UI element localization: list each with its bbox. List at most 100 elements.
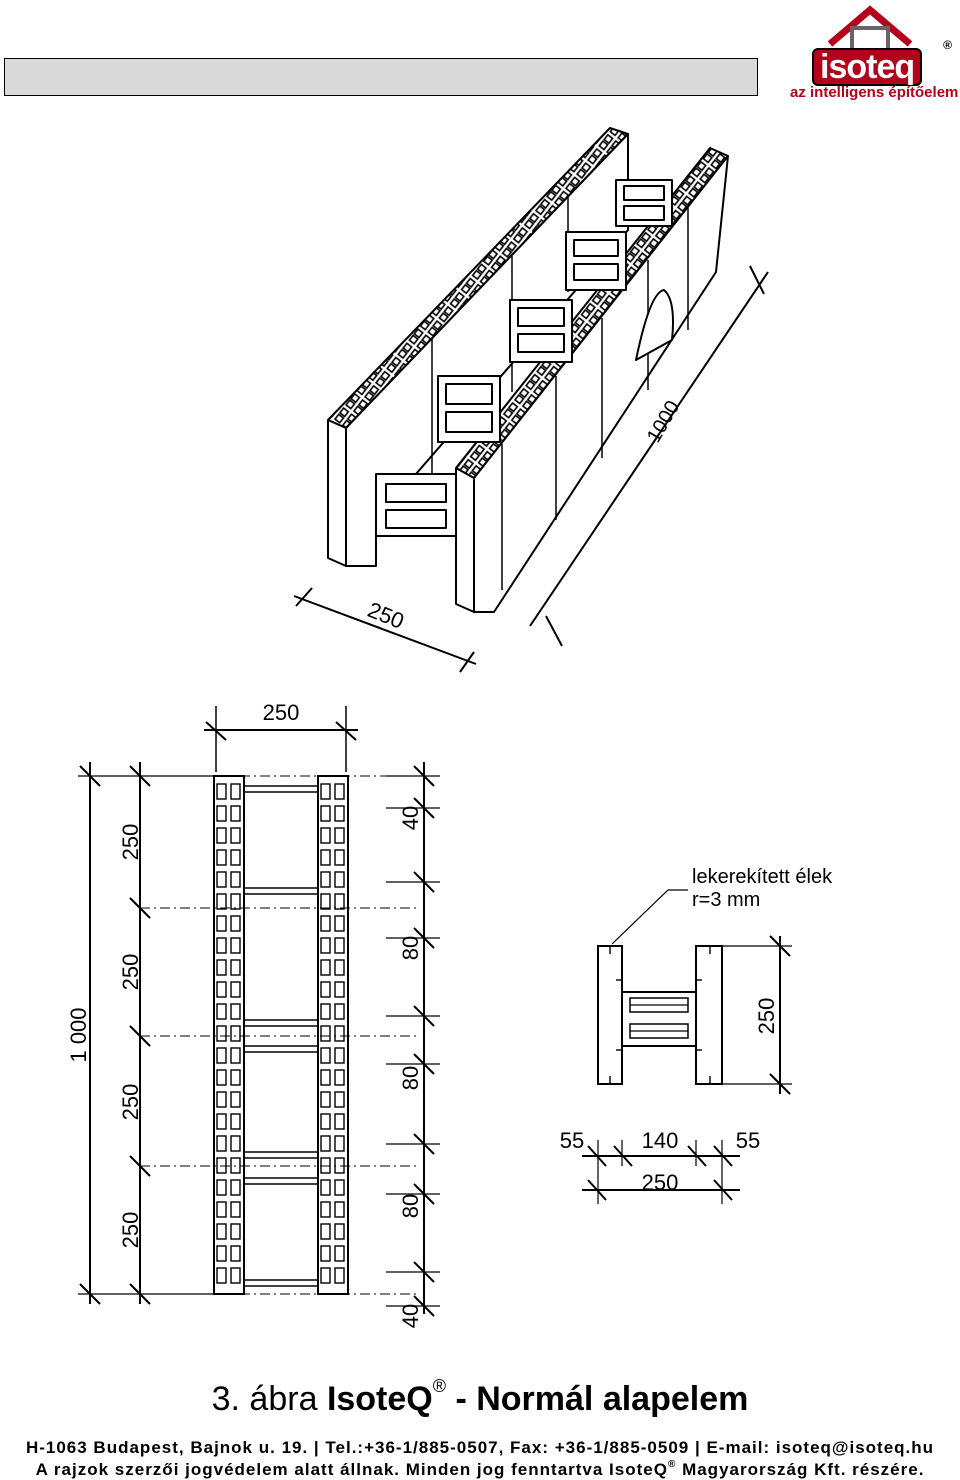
plan-panel-cell (216, 1245, 227, 1262)
plan-panel-cell (334, 1135, 345, 1152)
iso-spacers (375, 179, 673, 537)
plan-panel-cell (230, 1025, 241, 1042)
plan-panel-cell (216, 959, 227, 976)
plan-spacers (244, 785, 318, 1287)
plan-left-segment: 250 (118, 954, 143, 991)
iso-right-panel-face (473, 155, 729, 613)
plan-right-panel (317, 775, 349, 1295)
plan-panel-cell (230, 1179, 241, 1196)
plan-panel-cell (334, 959, 345, 976)
caption-prefix: 3. ábra (211, 1380, 327, 1418)
plan-panel-cell (334, 1047, 345, 1064)
plan-panel-cell (216, 849, 227, 866)
plan-panel-cell (334, 1179, 345, 1196)
plan-panel-cell (334, 915, 345, 932)
iso-embossed-logo (635, 289, 674, 361)
plan-panel-cell (320, 1025, 331, 1042)
footer-address: H-1063 Budapest, Bajnok u. 19. | Tel.:+3… (25, 1438, 935, 1457)
caption-registered-mark: ® (432, 1376, 447, 1396)
plan-panel-cell (230, 1113, 241, 1130)
plan-panel-cell (230, 1267, 241, 1284)
plan-panel-cell (320, 893, 331, 910)
plan-panel-cell (216, 1091, 227, 1108)
logo-wordmark: isoteq (812, 48, 923, 86)
plan-panel-cell (230, 893, 241, 910)
plan-panel-cell (320, 1223, 331, 1240)
plan-panel-cell (320, 871, 331, 888)
plan-panel-cell (320, 1135, 331, 1152)
caption-suffix: - Normál alapelem (446, 1380, 749, 1418)
plan-panel-cell (320, 1201, 331, 1218)
plan-panel-cell (320, 1003, 331, 1020)
plan-panel-cell (320, 915, 331, 932)
plan-dim-top: 250 (263, 700, 300, 725)
plan-panel-cell (320, 1267, 331, 1284)
plan-panel-cell (334, 871, 345, 888)
plan-panel-cell (334, 805, 345, 822)
plan-panel-cell (230, 1091, 241, 1108)
plan-panel-cell (334, 981, 345, 998)
plan-left-segment: 250 (118, 824, 143, 861)
plan-panel-cell (334, 1223, 345, 1240)
plan-panel-cell (216, 1047, 227, 1064)
section-dim-left: 55 (560, 1128, 584, 1153)
plan-panel-cell (334, 1245, 345, 1262)
footer-copyright-tail: Magyarország Kft. részére. (676, 1460, 925, 1479)
logo-tagline: az intelligens építőelem (790, 84, 959, 101)
plan-panel-cell (216, 1179, 227, 1196)
plan-panel-cell (230, 805, 241, 822)
note-leader-line (611, 889, 688, 945)
plan-panel-cell (230, 849, 241, 866)
plan-panel-cell (230, 1135, 241, 1152)
iso-dim-width: 250 (364, 597, 407, 634)
plan-panel-cell (320, 805, 331, 822)
plan-panel-cell (230, 981, 241, 998)
plan-panel-cell (320, 1179, 331, 1196)
plan-panel-cell (216, 1135, 227, 1152)
plan-panel-cell (230, 959, 241, 976)
plan-panel-cell (216, 805, 227, 822)
note-line-2: r=3 mm (692, 889, 761, 911)
isoteq-logo: isoteq ® az intelligens építőelem (790, 2, 958, 104)
rounded-edges-note: lekerekített élek r=3 mm (692, 866, 832, 912)
plan-panel-cell (230, 783, 241, 800)
logo-registered-mark: ® (943, 38, 952, 52)
section-dim-height: 250 (754, 998, 779, 1035)
plan-panel-cell (216, 1201, 227, 1218)
plan-panel-cell (216, 1113, 227, 1130)
footer-copyright: A rajzok szerzői jogvédelem alatt állnak… (0, 1459, 960, 1480)
plan-panel-cell (334, 783, 345, 800)
plan-view (78, 706, 440, 1317)
plan-panel-cell (320, 849, 331, 866)
plan-panel-cell (320, 1091, 331, 1108)
plan-panel-cell (334, 1267, 345, 1284)
plan-panel-cell (216, 981, 227, 998)
plan-panel-cell (216, 1069, 227, 1086)
plan-panel-cell (334, 1113, 345, 1130)
plan-panel-cell (230, 1003, 241, 1020)
plan-panel-cell (320, 959, 331, 976)
plan-panel-cell (334, 1091, 345, 1108)
section-right-panel (695, 945, 723, 1085)
plan-right-segment: 40 (398, 1304, 423, 1328)
isometric-view (293, 127, 769, 673)
plan-left-segment: 250 (118, 1212, 143, 1249)
plan-panel-cell (334, 849, 345, 866)
plan-panel-cell (320, 1069, 331, 1086)
plan-panel-cell (334, 827, 345, 844)
note-line-1: lekerekített élek (692, 866, 833, 888)
plan-panel-cell (334, 1003, 345, 1020)
plan-panel-cell (216, 871, 227, 888)
plan-panel-cell (230, 1047, 241, 1064)
plan-panel-cell (320, 783, 331, 800)
plan-panel-cell (230, 827, 241, 844)
caption-brand: IsoteQ (326, 1380, 433, 1418)
figure-caption: 3. ábra IsoteQ® - Normál alapelem (0, 1364, 960, 1421)
plan-panel-cell (320, 1245, 331, 1262)
plan-panel-cell (320, 1047, 331, 1064)
plan-left-segment: 250 (118, 1084, 143, 1121)
plan-panel-cell (230, 915, 241, 932)
plan-panel-cell (230, 1223, 241, 1240)
plan-panel-cell (320, 937, 331, 954)
